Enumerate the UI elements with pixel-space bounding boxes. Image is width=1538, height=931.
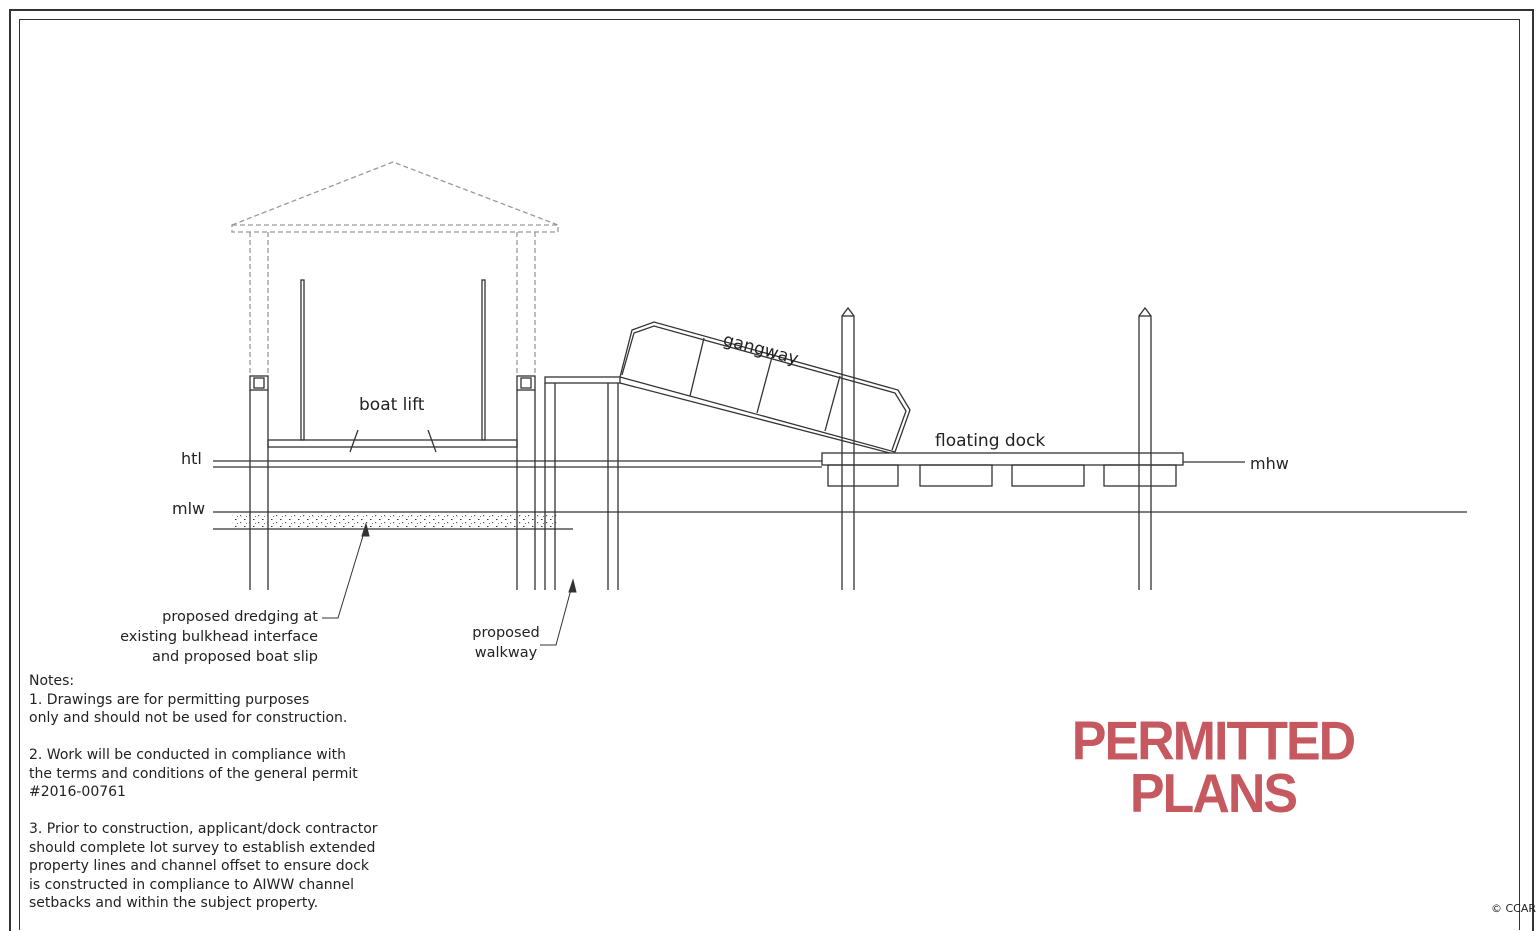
walkway — [544, 376, 621, 590]
note-line: 3. Prior to construction, applicant/dock… — [29, 821, 378, 837]
dredging-label-line: and proposed boat slip — [151, 649, 318, 665]
dredging-label-line: existing bulkhead interface — [120, 629, 318, 645]
gangway — [619, 321, 911, 454]
note-line: #2016-00761 — [29, 784, 126, 800]
mhw-label: mhw — [1250, 454, 1289, 473]
note-line: should complete lot survey to establish … — [29, 839, 376, 856]
copyright: © CCAR — [1490, 902, 1536, 915]
water-lines — [213, 460, 1467, 530]
note-line: property lines and channel offset to ens… — [29, 858, 370, 874]
note-line: 1. Drawings are for permitting purposes — [29, 691, 310, 708]
dredging-label-line: proposed dredging at — [162, 609, 318, 625]
drawing-border-outer — [9, 9, 1534, 931]
notes-block: Notes: 1. Drawings are for permitting pu… — [29, 672, 378, 913]
dredging-label: proposed dredging at existing bulkhead i… — [110, 607, 318, 667]
htl-label: htl — [181, 449, 202, 468]
notes-title: Notes: — [29, 673, 75, 689]
dredging-area — [232, 513, 558, 528]
boat-lift-piles — [249, 375, 536, 590]
note-line: is constructed in compliance to AIWW cha… — [29, 876, 355, 893]
permitted-plans-stamp: PERMITTED PLANS — [1058, 711, 1368, 825]
note-line: setbacks and within the subject property… — [29, 895, 319, 911]
note-line: 2. Work will be conducted in compliance … — [29, 747, 346, 763]
mlw-label: mlw — [172, 499, 206, 518]
walkway-label-line: proposed — [472, 625, 540, 641]
stamp-line: PLANS — [1129, 763, 1298, 825]
boathouse-roof — [231, 161, 559, 376]
walkway-label-line: walkway — [474, 645, 538, 661]
note-line: the terms and conditions of the general … — [29, 765, 358, 782]
boat-lift-label: boat lift — [359, 395, 425, 415]
boat-lift — [267, 279, 518, 453]
leader-lines — [322, 522, 577, 646]
dock-piles — [841, 306, 1152, 590]
floating-dock-label: floating dock — [935, 431, 1046, 451]
note-line: only and should not be used for construc… — [29, 710, 348, 726]
floating-dock — [821, 452, 1184, 487]
drawing-border-inner — [19, 19, 1520, 930]
stamp-line: PERMITTED — [1071, 711, 1356, 773]
walkway-label: proposed walkway — [466, 623, 546, 663]
